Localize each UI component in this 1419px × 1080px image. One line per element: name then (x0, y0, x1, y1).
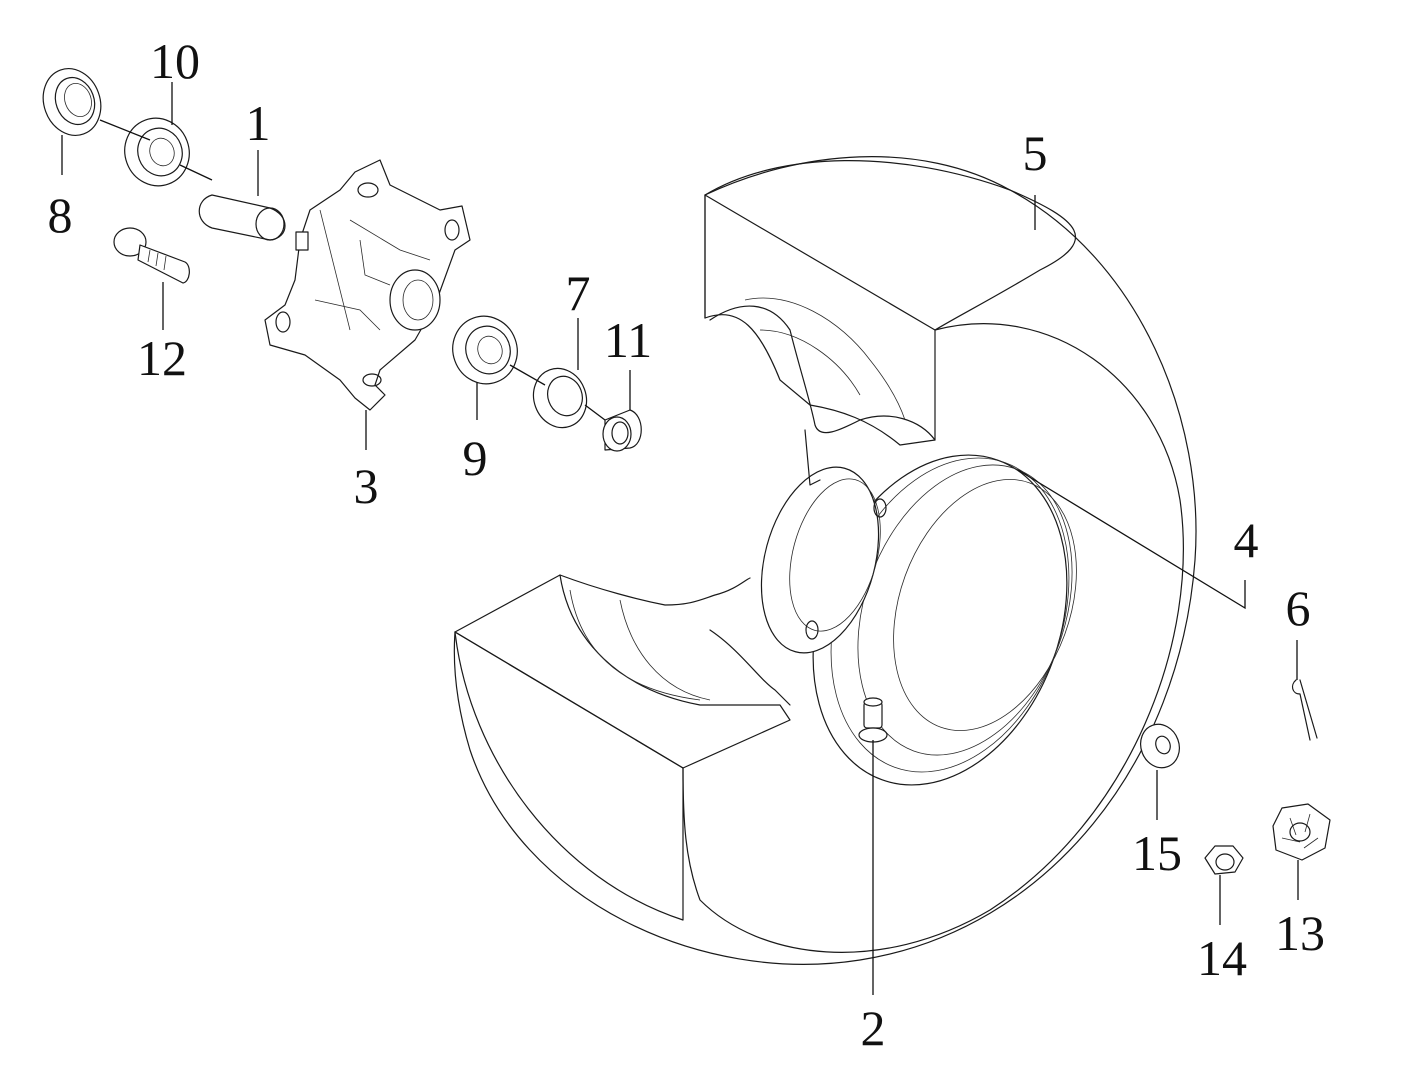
bearing-9 (452, 315, 518, 385)
wheel-hub (264, 159, 471, 411)
spacer-sleeve (198, 194, 286, 241)
seal-ring (532, 367, 588, 429)
callout-2: 2 (861, 1000, 886, 1056)
callout-5: 5 (1023, 125, 1048, 181)
callout-15: 15 (1132, 825, 1182, 881)
callout-1: 1 (246, 95, 271, 151)
rim (559, 297, 1077, 786)
leader-lines (61, 82, 1299, 995)
callout-11: 11 (604, 312, 652, 368)
hub-bolt (113, 227, 190, 284)
callout-3: 3 (354, 458, 379, 514)
collar (602, 409, 642, 452)
cotter-pin (1291, 679, 1318, 741)
bearing-10 (124, 117, 190, 187)
callout-13: 13 (1275, 905, 1325, 961)
callout-7: 7 (566, 265, 591, 321)
callout-10: 10 (150, 33, 200, 89)
callout-14: 14 (1197, 930, 1247, 986)
valve-stem (858, 697, 888, 743)
callout-4: 4 (1234, 512, 1259, 568)
callout-12: 12 (137, 330, 187, 386)
oil-seal (42, 68, 102, 136)
castle-nut (1272, 803, 1331, 861)
callout-9: 9 (463, 430, 488, 486)
washer (1140, 723, 1180, 769)
callout-8: 8 (48, 187, 73, 243)
tire (453, 156, 1197, 965)
callout-labels: 1 2 3 4 5 6 7 8 9 10 11 12 13 14 15 (48, 33, 1326, 1056)
hex-nut (1204, 845, 1244, 875)
callout-6: 6 (1286, 580, 1311, 636)
